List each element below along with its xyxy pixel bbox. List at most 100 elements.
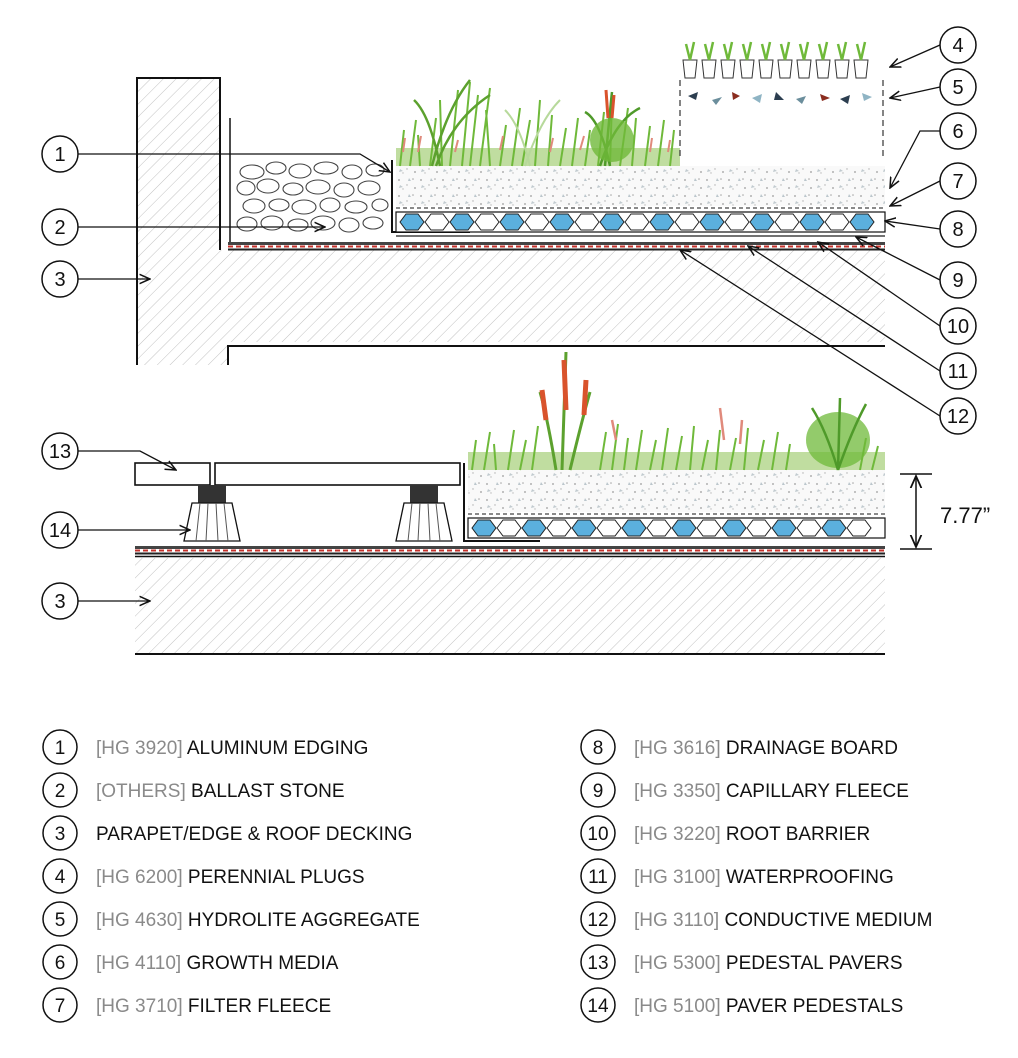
legend-number-circle bbox=[580, 987, 616, 1023]
legend-number-circle bbox=[42, 729, 78, 765]
legend-item: 3 PARAPET/EDGE & ROOF DECKING bbox=[42, 815, 412, 851]
legend-label: [HG 4630] HYDROLITE AGGREGATE bbox=[96, 910, 420, 931]
legend-number-circle bbox=[42, 772, 78, 808]
legend-item-name: PERENNIAL PLUGS bbox=[188, 867, 365, 888]
svg-text:7: 7 bbox=[952, 171, 963, 193]
legend-item: 6[HG 4110] GROWTH MEDIA bbox=[42, 944, 339, 980]
callout-12: 12 bbox=[939, 397, 977, 435]
legend-product-code: [HG 3350] bbox=[634, 781, 726, 802]
legend-product-code: [HG 3110] bbox=[634, 910, 724, 931]
drainage-board bbox=[395, 211, 886, 233]
legend-product-code: [HG 3220] bbox=[634, 824, 726, 845]
legend-label: [HG 6200] PERENNIAL PLUGS bbox=[96, 867, 365, 888]
legend-label: [HG 3920] ALUMINUM EDGING bbox=[96, 738, 368, 759]
legend-item-name: PEDESTAL PAVERS bbox=[726, 953, 903, 974]
callout-11: 11 bbox=[939, 352, 977, 390]
svg-text:11: 11 bbox=[948, 361, 969, 383]
legend-item-name: GROWTH MEDIA bbox=[186, 953, 338, 974]
legend-number: 13 bbox=[587, 953, 608, 974]
callout-2: 2 bbox=[41, 208, 79, 246]
root-barrier-lower bbox=[135, 546, 885, 549]
legend-label: [OTHERS] BALLAST STONE bbox=[96, 781, 345, 802]
callout-10: 10 bbox=[939, 307, 977, 345]
legend-number-circle bbox=[42, 815, 78, 851]
legend-number: 1 bbox=[55, 738, 66, 759]
legend-number: 7 bbox=[55, 996, 66, 1017]
legend-product-code: [HG 6200] bbox=[96, 867, 188, 888]
svg-text:4: 4 bbox=[952, 35, 963, 57]
legend-item: 1 [HG 3920] ALUMINUM EDGING bbox=[42, 729, 368, 765]
legend-item: 13 [HG 5300] PEDESTAL PAVERS bbox=[580, 944, 903, 980]
svg-text:5: 5 bbox=[952, 77, 963, 99]
legend-item-name: WATERPROOFING bbox=[726, 867, 894, 888]
legend-label: [HG 3220] ROOT BARRIER bbox=[634, 824, 870, 845]
parapet-outline bbox=[136, 77, 221, 365]
vegetation-upper bbox=[396, 79, 680, 167]
callout-14: 14 bbox=[41, 511, 79, 549]
legend-label: [HG 3710] FILTER FLEECE bbox=[96, 996, 331, 1017]
callout-3-lower: 3 bbox=[41, 582, 79, 620]
legend-item-name: CONDUCTIVE MEDIUM bbox=[724, 910, 932, 931]
legend-number: 2 bbox=[55, 781, 66, 802]
legend-number: 5 bbox=[55, 910, 66, 931]
legend-number: 14 bbox=[587, 996, 609, 1017]
svg-text:13: 13 bbox=[49, 441, 71, 463]
callout-13: 13 bbox=[41, 432, 79, 470]
legend-product-code: [HG 5300] bbox=[634, 953, 726, 974]
legend-product-code: [HG 3616] bbox=[634, 738, 726, 759]
legend-item: 11[HG 3100] WATERPROOFING bbox=[580, 858, 894, 894]
legend-number-circle bbox=[580, 729, 616, 765]
legend-label: [HG 3100] WATERPROOFING bbox=[634, 867, 894, 888]
upper-section bbox=[136, 41, 886, 365]
legend-number: 12 bbox=[587, 910, 608, 931]
legend-number-circle bbox=[42, 901, 78, 937]
exploded-view-outline bbox=[679, 80, 884, 160]
callout-8: 8 bbox=[939, 210, 977, 248]
legend-left-column: 1 [HG 3920] ALUMINUM EDGING 2 [OTHERS] BALL… bbox=[42, 729, 420, 1023]
legend-item: 12 [HG 3110] CONDUCTIVE MEDIUM bbox=[580, 901, 932, 937]
root-barrier-layer bbox=[228, 242, 885, 245]
parapet-and-roof-deck bbox=[137, 78, 885, 365]
legend-number-circle bbox=[580, 858, 616, 894]
svg-text:9: 9 bbox=[952, 270, 963, 292]
legend-item: 2 [OTHERS] BALLAST STONE bbox=[42, 772, 345, 808]
vegetation-lower bbox=[468, 351, 885, 471]
svg-text:3: 3 bbox=[54, 591, 65, 613]
deck-soffit-line bbox=[227, 345, 885, 365]
legend-label: PARAPET/EDGE & ROOF DECKING bbox=[96, 824, 412, 845]
legend-number: 10 bbox=[587, 824, 608, 845]
legend-item-name: ROOT BARRIER bbox=[726, 824, 870, 845]
callout-1: 1 bbox=[41, 135, 79, 173]
svg-text:10: 10 bbox=[947, 316, 969, 338]
legend-item-name: PARAPET/EDGE & ROOF DECKING bbox=[96, 824, 412, 845]
legend-product-code: [HG 3710] bbox=[96, 996, 188, 1017]
svg-text:6: 6 bbox=[952, 121, 963, 143]
legend-item-name: ALUMINUM EDGING bbox=[187, 738, 369, 759]
aluminum-edging-lower bbox=[463, 463, 540, 542]
paver-pedestals bbox=[183, 485, 453, 542]
drainage-board-lower bbox=[467, 517, 886, 539]
legend-item-name: FILTER FLEECE bbox=[188, 996, 331, 1017]
legend-item: 9[HG 3350] CAPILLARY FLEECE bbox=[580, 772, 909, 808]
callout-7: 7 bbox=[939, 162, 977, 200]
callouts bbox=[78, 44, 941, 601]
legend-label: [HG 3350] CAPILLARY FLEECE bbox=[634, 781, 909, 802]
svg-text:3: 3 bbox=[54, 269, 65, 291]
legend-number-circle bbox=[580, 815, 616, 851]
legend-item: 8[HG 3616] DRAINAGE BOARD bbox=[580, 729, 898, 765]
legend-number: 3 bbox=[55, 824, 66, 845]
legend-label: [HG 4110] GROWTH MEDIA bbox=[96, 953, 339, 974]
legend-item-name: HYDROLITE AGGREGATE bbox=[188, 910, 420, 931]
svg-text:14: 14 bbox=[49, 520, 71, 542]
legend-label: [HG 5100] PAVER PEDESTALS bbox=[634, 996, 903, 1017]
svg-text:2: 2 bbox=[54, 217, 65, 239]
conductive-medium-layer bbox=[228, 248, 885, 251]
callout-circles: 1 2 3 13 14 3 4 5 6 7 8 9 10 11 12 bbox=[41, 26, 977, 620]
svg-text:12: 12 bbox=[947, 406, 969, 428]
legend-product-code: [OTHERS] bbox=[96, 781, 191, 802]
legend-label: [HG 3110] CONDUCTIVE MEDIUM bbox=[634, 910, 932, 931]
legend-number-circle bbox=[580, 901, 616, 937]
growth-media bbox=[396, 166, 885, 206]
svg-text:1: 1 bbox=[54, 144, 65, 166]
roof-deck-lower bbox=[135, 558, 885, 654]
